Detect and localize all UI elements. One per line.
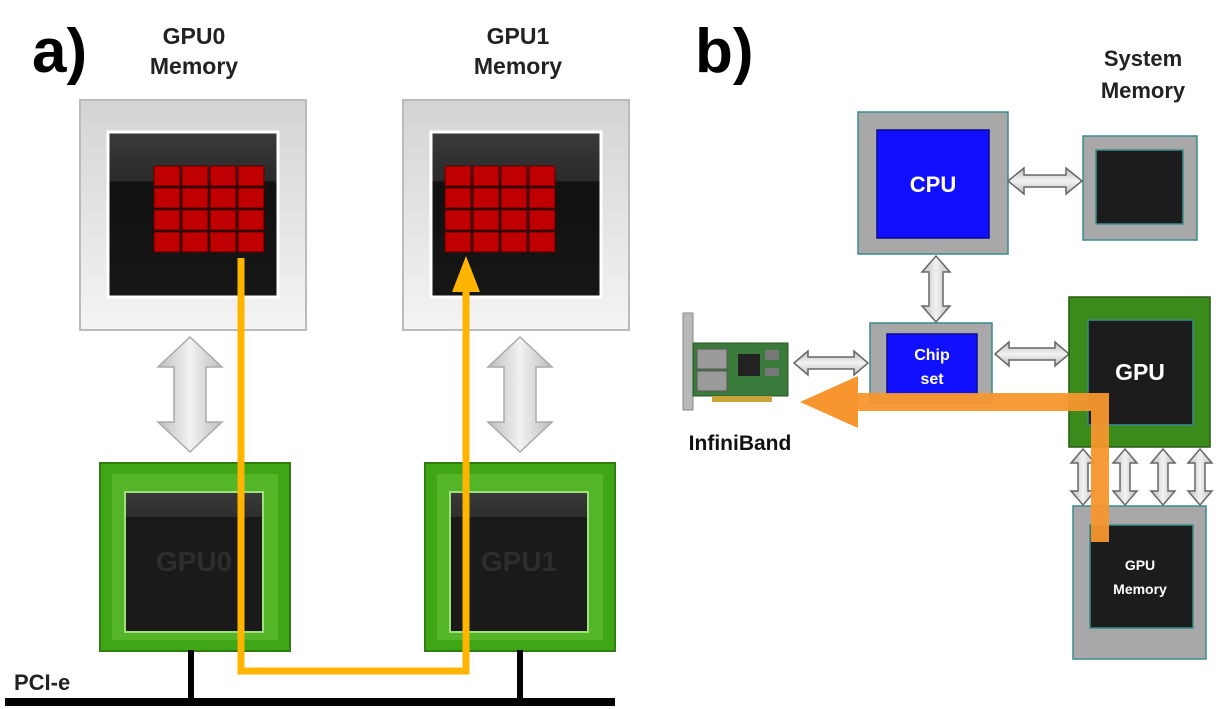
memory-cell <box>153 187 181 209</box>
memory-cell <box>153 165 181 187</box>
memory-cell <box>237 187 265 209</box>
rdma-transfer-arrowhead <box>800 376 858 428</box>
gpu1-memory-title-line1: GPU1 <box>487 23 550 49</box>
chipset-block: Chip set <box>869 322 993 404</box>
gpu-memory-bus-arrow <box>1186 447 1214 507</box>
infiniband-label: InfiniBand <box>689 432 792 455</box>
gpu0-chip: GPU0 <box>99 462 291 652</box>
memory-cell <box>209 165 237 187</box>
memory-cell <box>528 231 556 253</box>
gpu1-chip: GPU1 <box>424 462 616 652</box>
memory-cell <box>181 187 209 209</box>
cpu-block: CPU <box>857 111 1009 255</box>
gpu1-memory-title-line2: Memory <box>474 53 562 79</box>
memory-cell <box>181 209 209 231</box>
chipset-gpu-arrow <box>993 340 1071 368</box>
gpu-memory-bus-arrows <box>1069 447 1214 507</box>
gpu1-chip-label: GPU1 <box>481 546 557 577</box>
pcie-bus <box>5 650 615 706</box>
system-memory-block <box>1082 135 1198 241</box>
chipset-label-line1: Chip <box>914 347 950 364</box>
chipset-label-line2: set <box>920 371 944 388</box>
panel-b: b) System Memory CPU Chip set <box>682 17 1214 660</box>
gpu0-memory-title-line1: GPU0 <box>163 23 226 49</box>
memory-cell <box>472 231 500 253</box>
memory-cell <box>209 209 237 231</box>
gpu1-memory-cells <box>444 165 556 253</box>
gpu-label: GPU <box>1115 359 1165 385</box>
memory-cell <box>528 209 556 231</box>
cpu-label: CPU <box>910 172 956 197</box>
gpu-memory-bus-arrow <box>1149 447 1177 507</box>
memory-cell <box>181 231 209 253</box>
gpu0-memory-title-line2: Memory <box>150 53 238 79</box>
cpu-sysmem-arrow <box>1006 166 1084 196</box>
cpu-chipset-arrow <box>920 254 952 324</box>
gpu-memory-bus-arrow <box>1069 447 1097 507</box>
memory-cell <box>444 165 472 187</box>
memory-cell <box>472 209 500 231</box>
memory-cell <box>528 165 556 187</box>
gpu-memory-label-line2: Memory <box>1113 581 1167 597</box>
memory-cell <box>472 187 500 209</box>
pcie-label: PCI-e <box>14 670 70 695</box>
p2p-transfer-path <box>237 258 470 675</box>
memory-cell <box>209 231 237 253</box>
memory-cell <box>237 209 265 231</box>
gpu-memory-bus-arrow <box>1111 447 1139 507</box>
memory-cell <box>500 231 528 253</box>
gpu-block: GPU <box>1068 296 1211 448</box>
memory-cell <box>500 165 528 187</box>
system-memory-title-line2: Memory <box>1101 78 1186 103</box>
gpu0-chip-label: GPU0 <box>156 546 232 577</box>
memory-cell <box>153 209 181 231</box>
gpu1-memory-link-arrow <box>486 335 554 454</box>
memory-cell <box>237 231 265 253</box>
memory-cell <box>181 165 209 187</box>
panel-a-label: a) <box>32 17 87 86</box>
memory-cell <box>237 165 265 187</box>
system-memory-title-line1: System <box>1104 46 1182 71</box>
panel-a: a) GPU0 Memory GPU1 Memory GPU0 <box>5 17 630 706</box>
memory-cell <box>209 187 237 209</box>
memory-cell <box>472 165 500 187</box>
nic-chipset-arrow <box>792 349 870 377</box>
gpu-memory-label-line1: GPU <box>1125 557 1155 573</box>
infiniband-card <box>682 312 789 411</box>
rdma-transfer-path <box>838 393 1109 542</box>
memory-cell <box>444 231 472 253</box>
memory-cell <box>500 209 528 231</box>
gpu0-memory-block <box>79 99 307 331</box>
memory-cell <box>444 187 472 209</box>
memory-cell <box>528 187 556 209</box>
panel-b-label: b) <box>695 17 754 86</box>
gpu0-memory-cells <box>153 165 265 253</box>
gpu1-memory-block <box>402 99 630 331</box>
memory-cell <box>500 187 528 209</box>
memory-cell <box>153 231 181 253</box>
gpu0-memory-link-arrow <box>156 335 224 454</box>
memory-cell <box>444 209 472 231</box>
p2p-transfer-arrowhead <box>452 256 480 292</box>
